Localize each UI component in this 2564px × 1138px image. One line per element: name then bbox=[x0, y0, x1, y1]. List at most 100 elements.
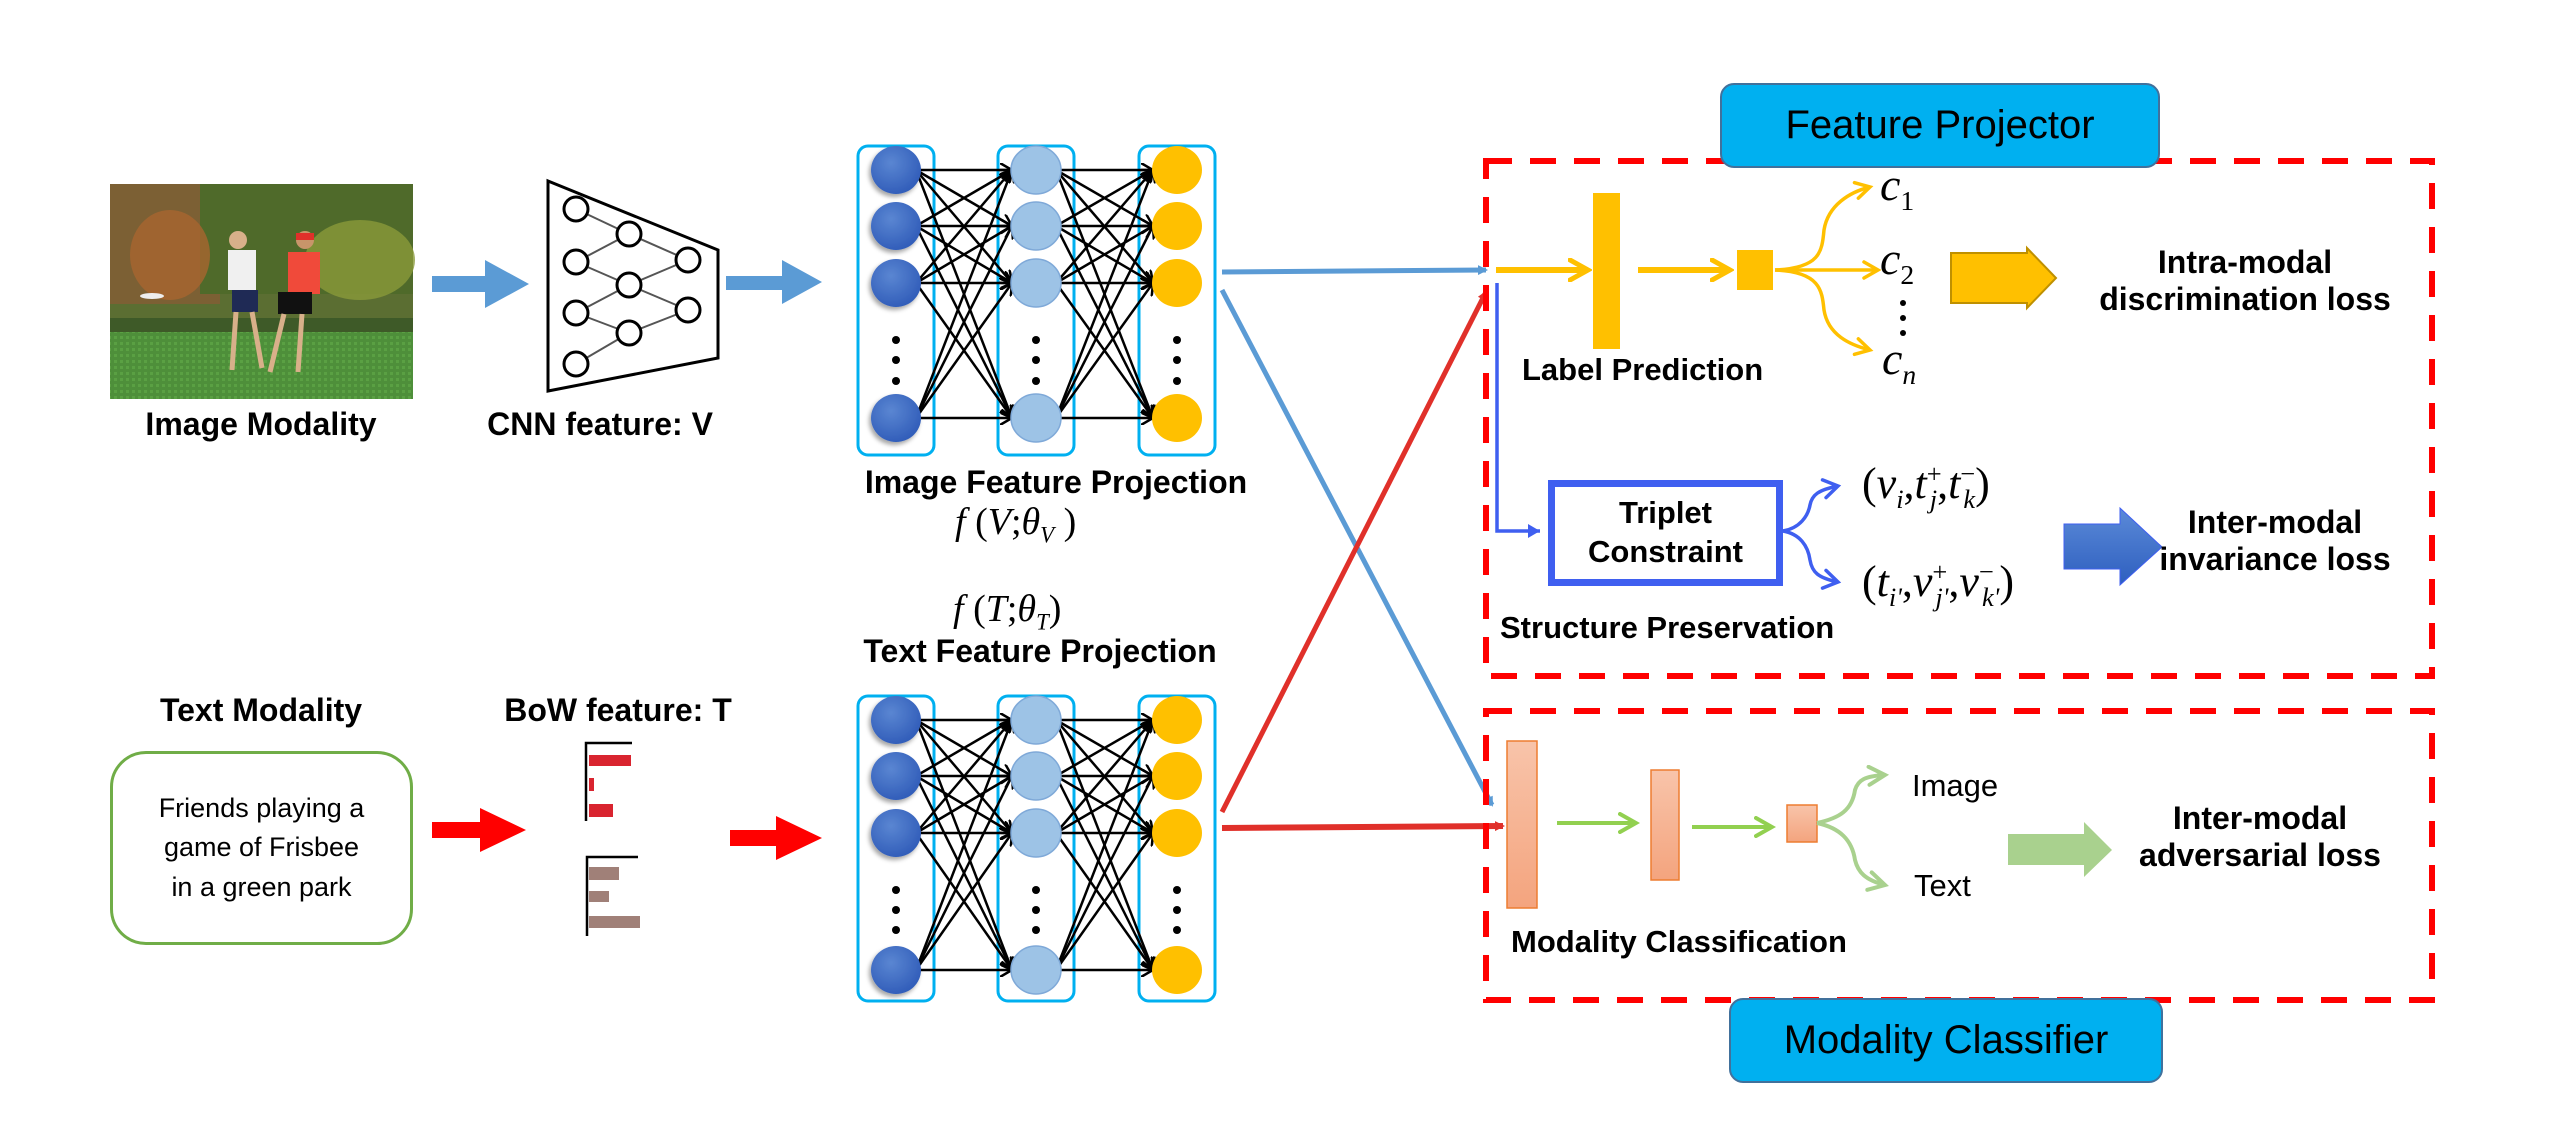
text-to-label-prediction-line bbox=[1219, 290, 1489, 814]
network-node bbox=[1010, 808, 1062, 858]
output-image-label: Image bbox=[1912, 768, 1999, 803]
text-feature-projection-label: Text Feature Projection bbox=[863, 633, 1217, 669]
inter-modal-adversarial-loss-label: Inter-modal adversarial loss bbox=[2139, 800, 2381, 873]
inter-modal-invariance-loss-label: Inter-modal invariance loss bbox=[2159, 504, 2391, 577]
modality-classifier-badge: Modality Classifier bbox=[1729, 998, 2163, 1083]
class-c1: c1 bbox=[1880, 159, 1915, 217]
connection-arrow bbox=[1055, 170, 1153, 228]
text-to-bow-arrow bbox=[432, 808, 526, 852]
connection-arrow bbox=[914, 226, 1012, 419]
connection-arrow bbox=[1054, 283, 1153, 419]
network-node bbox=[1010, 258, 1062, 308]
connection-arrow bbox=[915, 170, 1012, 228]
label-prediction-label: Label Prediction bbox=[1522, 352, 1764, 387]
connection-arrow bbox=[914, 283, 1012, 419]
connection-arrow bbox=[915, 776, 1012, 835]
ellipsis-dot bbox=[1173, 886, 1181, 894]
caption-line: in a green park bbox=[171, 871, 352, 902]
connection-arrow bbox=[1054, 720, 1153, 971]
connection-arrow bbox=[1055, 170, 1153, 284]
connection-arrow bbox=[914, 833, 1012, 971]
triplet-text-anchor: (ti',v+j',v−k') bbox=[1862, 556, 2014, 612]
feature-projector-region bbox=[1483, 158, 2435, 679]
ellipsis-dot bbox=[1173, 336, 1181, 344]
bow-feature-label: BoW feature: T bbox=[504, 692, 732, 728]
image-modality-label: Image Modality bbox=[145, 406, 377, 442]
ellipsis-dot bbox=[892, 356, 900, 364]
class-cn: cn bbox=[1882, 333, 1917, 391]
text-feature-projection-network bbox=[856, 694, 1217, 1003]
structure-preservation-head bbox=[1495, 283, 2163, 590]
ellipsis-dot bbox=[1032, 377, 1040, 385]
text-caption-box: Friends playing a game of Frisbee in a g… bbox=[110, 751, 413, 945]
ellipsis-dot bbox=[1173, 906, 1181, 914]
bow-to-projection-arrow bbox=[730, 816, 822, 860]
image-to-label-prediction-line bbox=[1221, 265, 1488, 276]
caption-line: Friends playing a bbox=[158, 793, 365, 824]
output-text-label: Text bbox=[1914, 868, 1971, 903]
connection-arrow bbox=[914, 776, 1012, 971]
connection-arrow bbox=[1055, 776, 1153, 835]
network-node bbox=[1010, 393, 1062, 443]
network-node bbox=[1152, 809, 1202, 857]
connection-arrow bbox=[1054, 833, 1153, 971]
cnn-to-projection-arrow bbox=[726, 260, 822, 304]
bow-histogram-text bbox=[584, 741, 632, 821]
bow-histogram-other bbox=[585, 855, 640, 936]
network-node bbox=[1152, 946, 1202, 994]
image-projection-formula: f (V;θV ) bbox=[955, 501, 1077, 548]
connection-arrow bbox=[915, 226, 1012, 285]
caption-line: game of Frisbee bbox=[163, 832, 360, 863]
network-node bbox=[1010, 201, 1062, 251]
network-node bbox=[1010, 145, 1062, 195]
text-modality-label: Text Modality bbox=[159, 692, 363, 728]
triplet-image-anchor: (vi,t+j,t−k) bbox=[1862, 458, 1990, 514]
photo-frisbee-players bbox=[110, 184, 415, 399]
network-node bbox=[1152, 752, 1202, 800]
network-node bbox=[1152, 146, 1202, 194]
network-node bbox=[1152, 259, 1202, 307]
connection-arrow bbox=[1054, 226, 1153, 419]
network-node bbox=[1010, 751, 1062, 801]
class-c2: c2 bbox=[1880, 233, 1915, 291]
modality-classifier-title: Modality Classifier bbox=[1783, 1018, 2109, 1062]
network-node bbox=[1152, 202, 1202, 250]
label-prediction-head bbox=[1496, 180, 2058, 357]
text-to-modality-classifier-line bbox=[1221, 821, 1505, 832]
feature-projector-title: Feature Projector bbox=[1785, 103, 2095, 147]
connection-arrow bbox=[1055, 720, 1153, 778]
connection-arrow bbox=[915, 170, 1012, 284]
intra-loss-block-arrow bbox=[1950, 245, 2058, 311]
feature-projector-badge: Feature Projector bbox=[1720, 83, 2160, 168]
cnn-network-icon bbox=[546, 178, 720, 393]
network-node bbox=[871, 696, 921, 744]
ellipsis-dot bbox=[892, 906, 900, 914]
image-to-cnn-arrow bbox=[432, 260, 529, 308]
connection-arrow bbox=[1055, 226, 1153, 285]
modality-classification-label: Modality Classification bbox=[1511, 924, 1847, 959]
structure-preservation-label: Structure Preservation bbox=[1500, 610, 1835, 645]
connection-arrow bbox=[915, 720, 1012, 778]
connection-arrow bbox=[1055, 720, 1153, 834]
adversarial-loss-block-arrow bbox=[2008, 822, 2112, 877]
triplet-constraint-box: Triplet Constraint bbox=[1548, 480, 1783, 586]
cnn-feature-label: CNN feature: V bbox=[487, 406, 713, 442]
image-feature-projection-label: Image Feature Projection bbox=[864, 464, 1248, 500]
network-node bbox=[871, 394, 921, 442]
connection-arrow bbox=[1054, 776, 1153, 971]
ellipsis-dot bbox=[892, 886, 900, 894]
network-node bbox=[871, 946, 921, 994]
network-node bbox=[1010, 695, 1062, 745]
invariance-loss-block-arrow bbox=[2063, 506, 2163, 587]
network-node bbox=[871, 202, 921, 250]
ellipsis-dot bbox=[892, 926, 900, 934]
connection-arrow bbox=[915, 720, 1012, 834]
modality-classification-head bbox=[1506, 740, 2112, 909]
ellipsis-dot bbox=[1173, 926, 1181, 934]
ellipsis-dot bbox=[1173, 377, 1181, 385]
connection-arrow bbox=[1054, 170, 1153, 419]
ellipsis-dot bbox=[1173, 356, 1181, 364]
text-projection-formula: f (T;θT) bbox=[953, 588, 1062, 635]
